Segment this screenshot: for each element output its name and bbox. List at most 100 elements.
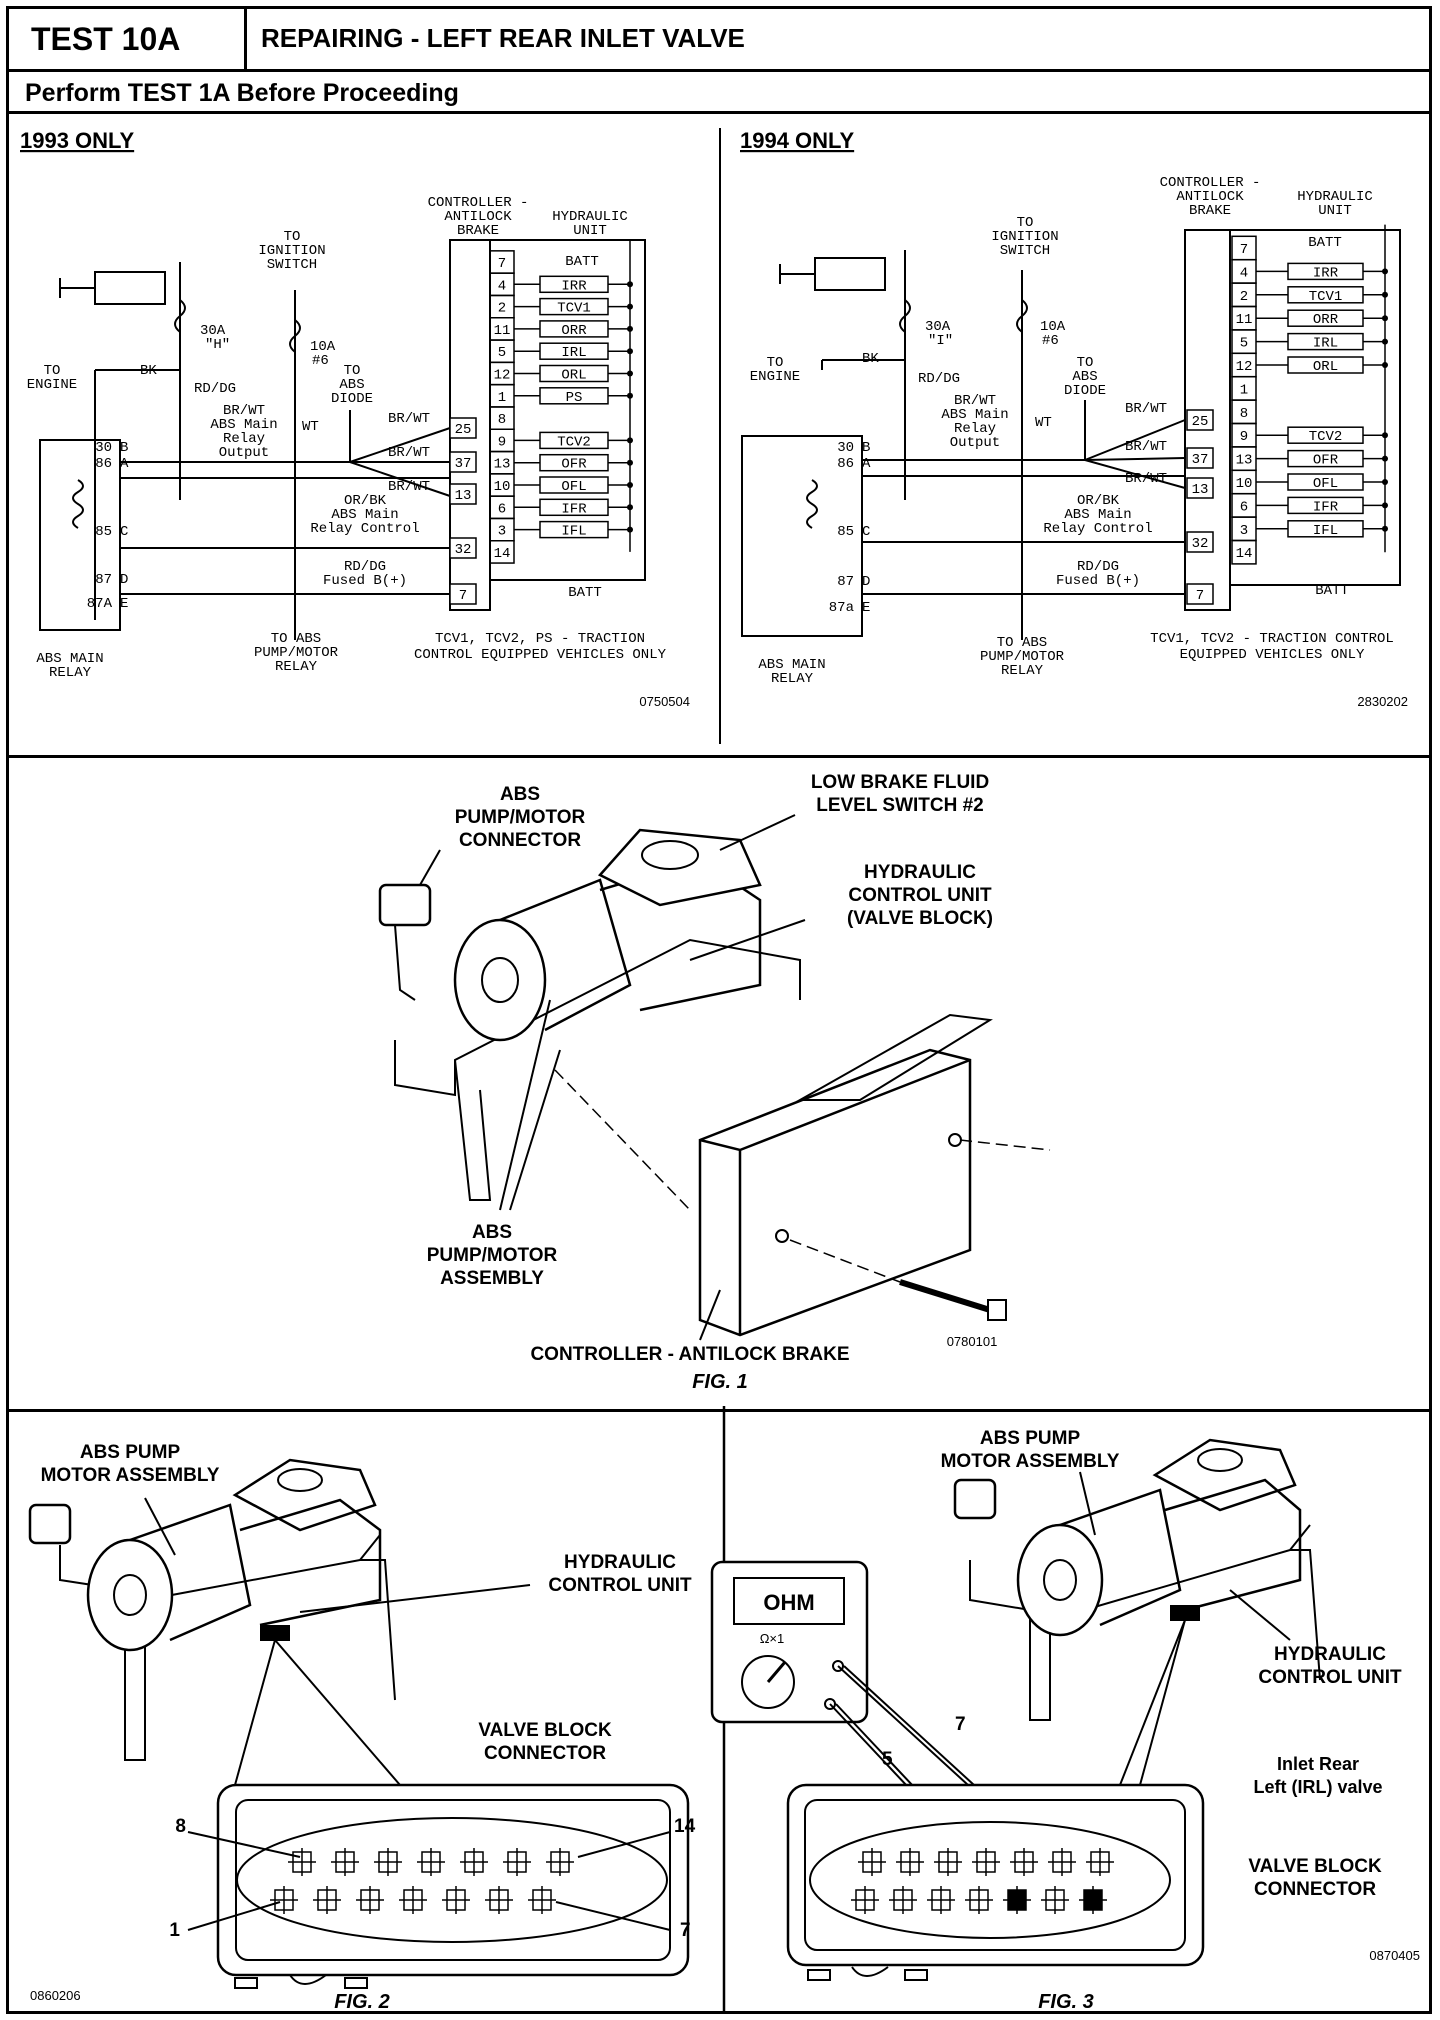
batt-label: BATT (565, 254, 599, 270)
valve-block-shape (1164, 1478, 1302, 1612)
pin-number: 8 (1240, 406, 1248, 422)
output-label: BR/WT (954, 393, 996, 409)
traction-note: CONTROL EQUIPPED VEHICLES ONLY (414, 647, 667, 663)
fig3-ohmmeter-test: OHM Ω×1 ABS PUMP MOTOR ASSEMBLY HYDRAULI… (710, 1428, 1420, 2013)
hydraulic-unit-box (1229, 229, 1401, 586)
valve-block-connector-shape (1170, 1605, 1200, 1621)
pump-motor-shape (86, 1538, 174, 1652)
pin-number: 13 (494, 457, 511, 473)
pin-number: 10 (494, 479, 511, 495)
callout-label: HYDRAULIC (1274, 1644, 1386, 1665)
valve-label: ORL (561, 368, 586, 384)
relay-pin-number: 87 (95, 572, 112, 588)
batt-label: BATT (1315, 583, 1349, 599)
diode-label: TO (1077, 355, 1094, 371)
valve-label: IRL (1313, 336, 1338, 352)
valve-label: IRR (1313, 265, 1339, 281)
output-label: BR/WT (223, 403, 265, 419)
wire-color: BR/WT (388, 445, 430, 461)
relay-pin-number: 87A (87, 596, 113, 612)
pin-cell (1231, 539, 1257, 565)
batt-label: BATT (568, 585, 602, 601)
pin-number: 2 (498, 301, 506, 317)
relay-box (39, 439, 121, 631)
figure-code: 0870405 (1369, 1948, 1420, 1963)
reservoir-shape (1152, 1438, 1297, 1512)
valve-label: OFL (561, 479, 586, 495)
callout-label: HYDRAULIC (564, 1552, 676, 1573)
pump-relay-label: RELAY (1001, 663, 1044, 679)
controller-pin-number: 25 (1192, 414, 1209, 430)
pin-number: 11 (494, 323, 511, 339)
fuse-icon (174, 299, 186, 333)
valve-coil (539, 453, 609, 472)
controller-pin (1186, 477, 1214, 499)
callout-label: ABS PUMP (980, 1428, 1081, 1449)
fuse-label: "I" (928, 333, 953, 349)
callout-label: LEVEL SWITCH #2 (816, 795, 984, 816)
relay-coil-icon (72, 479, 84, 529)
valve-coil (1287, 520, 1364, 538)
relay-pin-number: 85 (95, 524, 112, 540)
valve-coil (1287, 286, 1364, 304)
wire-color: RD/DG (194, 381, 236, 397)
control-label: Relay Control (1043, 521, 1152, 537)
valve-label: ORR (1313, 312, 1339, 328)
valve-label: OFR (1313, 453, 1339, 469)
hydraulic-label: HYDRAULIC (552, 209, 628, 225)
diagram-heading: 1993 ONLY (20, 128, 134, 153)
valve-label: OFL (1313, 476, 1338, 492)
controller-pin-number: 25 (455, 422, 472, 438)
battery-icon (814, 257, 886, 291)
control-label: OR/BK (1077, 493, 1120, 509)
relay-pin-letter: B (120, 440, 128, 456)
valve-label: IRL (561, 345, 586, 361)
valve-coil (539, 275, 609, 294)
fuse-label: #6 (312, 353, 329, 369)
fused-label: Fused B(+) (323, 573, 407, 589)
fuse-icon (1016, 299, 1028, 333)
wire-color: WT (302, 419, 319, 435)
callout-label: HYDRAULIC (864, 862, 976, 883)
callout-label: PUMP/MOTOR (427, 1245, 558, 1266)
probe-label: 7 (955, 1714, 966, 1735)
ignition-label: IGNITION (258, 243, 325, 259)
divider (9, 111, 1429, 114)
controller-pin (1186, 531, 1214, 553)
diode-label: DIODE (1064, 383, 1106, 399)
valve-coil (539, 498, 609, 517)
divider (9, 1409, 1429, 1412)
valve-label: IRR (561, 278, 587, 294)
ignition-label: IGNITION (991, 229, 1058, 245)
wire-color: BR/WT (1125, 401, 1167, 417)
engine-label: TO (44, 363, 61, 379)
fuse-icon (289, 319, 301, 353)
fig2-valve-connector: ABS PUMP MOTOR ASSEMBLY HYDRAULIC CONTRO… (28, 1442, 696, 2013)
test-id: TEST 10A (9, 9, 247, 69)
valve-coil (539, 520, 609, 539)
traction-note: TCV1, TCV2 - TRACTION CONTROL (1150, 631, 1394, 647)
wire-color: BK (140, 363, 157, 379)
pin-number: 6 (1240, 499, 1248, 515)
pin-number: 12 (1236, 359, 1253, 375)
pin-number: 12 (494, 368, 511, 384)
callout-label: CONNECTOR (484, 1743, 606, 1764)
pin-number: 14 (494, 546, 511, 562)
valve-coil (539, 387, 609, 405)
pump-relay-label: TO ABS (997, 635, 1047, 651)
relay-pin-letter: D (120, 572, 128, 588)
callout-label: PUMP/MOTOR (455, 807, 586, 828)
valve-label: ORL (1313, 359, 1338, 375)
valve-coil (1287, 473, 1364, 491)
valve-coil (1287, 449, 1364, 468)
callout-label: CONTROL UNIT (848, 885, 992, 906)
valve-block-connector-shape (260, 1625, 290, 1641)
ignition-label: TO (1017, 215, 1034, 231)
relay-pin-number: 85 (837, 524, 854, 540)
pump-connector-shape (28, 1503, 72, 1545)
relay-label: ABS MAIN (758, 657, 825, 673)
controller-module-shape (698, 1048, 972, 1337)
valve-coil (539, 342, 609, 360)
controller-pin-number: 32 (1192, 536, 1209, 552)
